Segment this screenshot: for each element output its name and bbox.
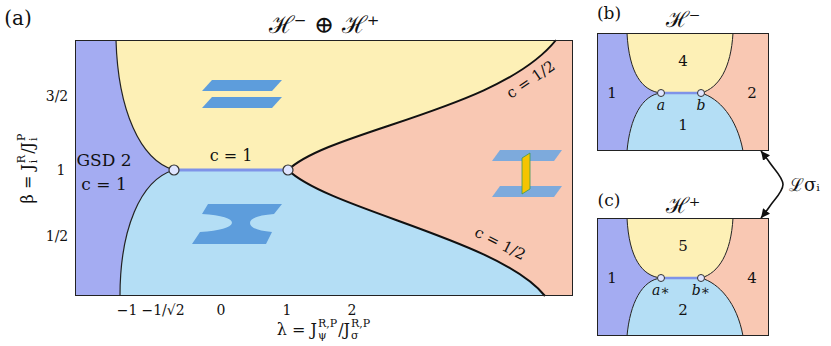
multicritical-point xyxy=(658,90,665,97)
tick-label: 3/2 xyxy=(46,89,69,103)
plot-panel: ℋ⁻ xyxy=(597,33,769,151)
plot-panel: ℋ⁺ xyxy=(597,218,769,336)
phase-number: 2 xyxy=(678,303,688,318)
central-charge: c = 1 xyxy=(210,148,253,164)
panel-tag: (a) xyxy=(4,8,32,28)
axis-title: R,P xyxy=(318,318,337,330)
multicritical-point xyxy=(169,165,179,175)
axis-title: β = JRi/JPi xyxy=(16,133,40,204)
critical-line xyxy=(661,92,701,95)
panel-c-regions xyxy=(597,218,769,336)
panel-tag: (b) xyxy=(597,5,621,22)
multicritical-point xyxy=(698,275,705,282)
point-name: a xyxy=(657,98,665,112)
panel-a-regions xyxy=(75,40,573,296)
orange-phase xyxy=(701,33,769,151)
orange-phase xyxy=(288,40,573,296)
phase-number: 1 xyxy=(607,86,617,101)
orange-phase xyxy=(701,218,769,336)
tick-label: −1 xyxy=(117,303,138,317)
script-stack: R,Pσ xyxy=(351,318,370,342)
domain-wall-icon xyxy=(522,153,530,194)
phase-number: 4 xyxy=(747,271,757,286)
tick-label: 0 xyxy=(217,303,226,317)
joined-sheets-icon xyxy=(192,204,282,244)
phase-number: 2 xyxy=(747,86,757,101)
plot-panel: ℋ⁻ ⊕ ℋ⁺ xyxy=(75,40,573,296)
panel-title: ℋ⁻ ⊕ ℋ⁺ xyxy=(269,13,380,37)
axis-title: /J xyxy=(338,322,350,338)
tick-label: −1/√2 xyxy=(141,303,184,317)
panel-title: ℋ⁺ xyxy=(666,195,701,217)
axis-title: λ = J xyxy=(277,322,317,338)
tick-label: 1 xyxy=(57,163,66,177)
axis-title: P xyxy=(16,134,28,141)
phase-boundary xyxy=(627,218,743,336)
sheet-icon xyxy=(202,80,282,91)
multicritical-point xyxy=(698,90,705,97)
multicritical-point xyxy=(283,165,293,175)
critical-line xyxy=(661,277,701,280)
phase-note: c = 1 xyxy=(81,176,126,193)
axis-title: β = J xyxy=(20,164,36,203)
phase-number: 5 xyxy=(678,239,688,254)
axis-title: σ xyxy=(351,330,370,342)
critical-line xyxy=(174,169,288,172)
axis-title: R,P xyxy=(351,318,370,330)
tick-label: 1 xyxy=(283,303,292,317)
axis-title: /J xyxy=(20,142,36,154)
phase-number: 4 xyxy=(678,54,688,69)
point-name: a∗ xyxy=(652,283,670,297)
point-name: b xyxy=(697,98,706,112)
phase-note: GSD 2 xyxy=(76,152,131,169)
phase-number: 1 xyxy=(678,118,688,133)
point-name: b∗ xyxy=(692,283,710,297)
panel-b-regions xyxy=(597,33,769,151)
axis-title: i xyxy=(28,155,40,163)
tick-label: 2 xyxy=(348,303,357,317)
phase-number: 1 xyxy=(607,271,617,286)
phase-boundary xyxy=(627,33,743,151)
axis-title: ψ xyxy=(318,330,337,342)
multicritical-point xyxy=(658,275,665,282)
axis-title: i xyxy=(28,134,40,141)
axis-title: R xyxy=(16,155,28,163)
operator-label: ℒσᵢ xyxy=(789,176,820,194)
panel-title: ℋ⁻ xyxy=(666,9,701,31)
double-arrow xyxy=(761,151,783,218)
panel-tag: (c) xyxy=(598,192,621,209)
axis-title: λ = JR,Pψ/JR,Pσ xyxy=(277,318,371,342)
script-stack: R,Pψ xyxy=(318,318,337,342)
script-stack: Ri xyxy=(16,155,40,163)
script-stack: Pi xyxy=(16,134,40,141)
sheet-icon xyxy=(202,97,282,108)
tick-label: 1/2 xyxy=(46,229,69,243)
